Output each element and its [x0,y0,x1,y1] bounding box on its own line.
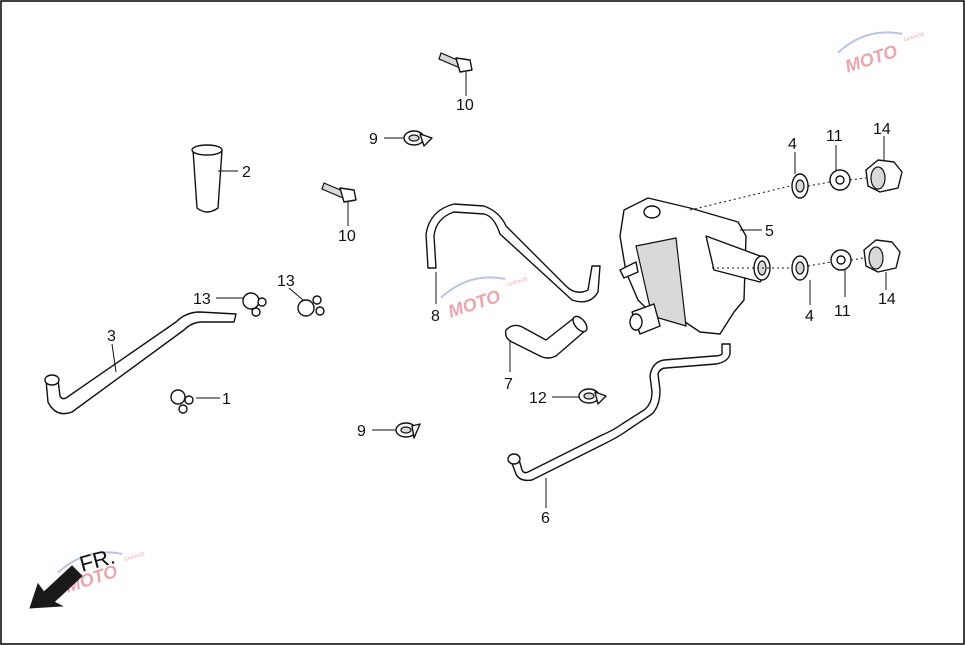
cap-nut-14-bottom: 14 [850,239,901,308]
washer-4-top: 4 [788,136,809,199]
watermark-top-right: MOTO GARAGE [837,31,926,77]
o-rings-1: 1 [170,389,231,414]
callout-14-top: 14 [873,121,891,138]
callout-13-left: 13 [193,291,211,308]
callout-11-bottom: 11 [834,303,851,320]
callout-14-bottom: 14 [878,291,896,308]
clamp-12: 12 [529,388,607,407]
air-valve-5: 5 [619,185,791,335]
callout-4-top: 4 [788,136,797,153]
clamp-9-top: 9 [369,130,433,148]
callout-13-right: 13 [277,273,295,290]
callout-10-top: 10 [456,97,474,114]
callout-9-bottom: 9 [357,423,366,440]
hose-3: 3 [44,311,237,415]
callout-6: 6 [541,510,550,527]
svg-text:MOTO: MOTO [446,286,503,322]
washer-4-bottom: 4 [791,255,814,325]
washer-11-top: 11 [807,128,851,191]
callout-1: 1 [222,391,231,408]
hose-8: 8 [425,203,601,325]
washer-11-bottom: 11 [807,249,852,320]
callout-8: 8 [431,308,440,325]
elbow-hose-7: 7 [504,315,588,393]
watermark-center: MOTO GARAGE [440,276,529,322]
callout-7: 7 [504,376,513,393]
svg-text:MOTO: MOTO [843,41,900,77]
bolt-10-top: 10 [438,52,474,114]
cap-nut-14-top: 14 [849,121,903,193]
callout-2: 2 [242,164,251,181]
o-rings-13-left: 13 [193,291,267,317]
callout-4-bottom: 4 [805,308,814,325]
callout-10-middle: 10 [338,228,356,245]
callout-11-top: 11 [826,128,843,145]
callout-3: 3 [107,328,116,345]
svg-text:GARAGE: GARAGE [506,276,529,289]
callout-5: 5 [765,223,774,240]
svg-text:GARAGE: GARAGE [123,551,146,564]
clamp-9-bottom: 9 [357,422,421,440]
hose-6: 6 [507,343,731,527]
boot-2: 2 [191,144,251,213]
svg-text:GARAGE: GARAGE [903,31,926,44]
o-rings-13-right: 13 [277,273,325,317]
callout-9-top: 9 [369,131,378,148]
front-arrow-icon [29,565,83,609]
callout-12: 12 [529,390,547,407]
bolt-10-middle: 10 [321,182,357,245]
